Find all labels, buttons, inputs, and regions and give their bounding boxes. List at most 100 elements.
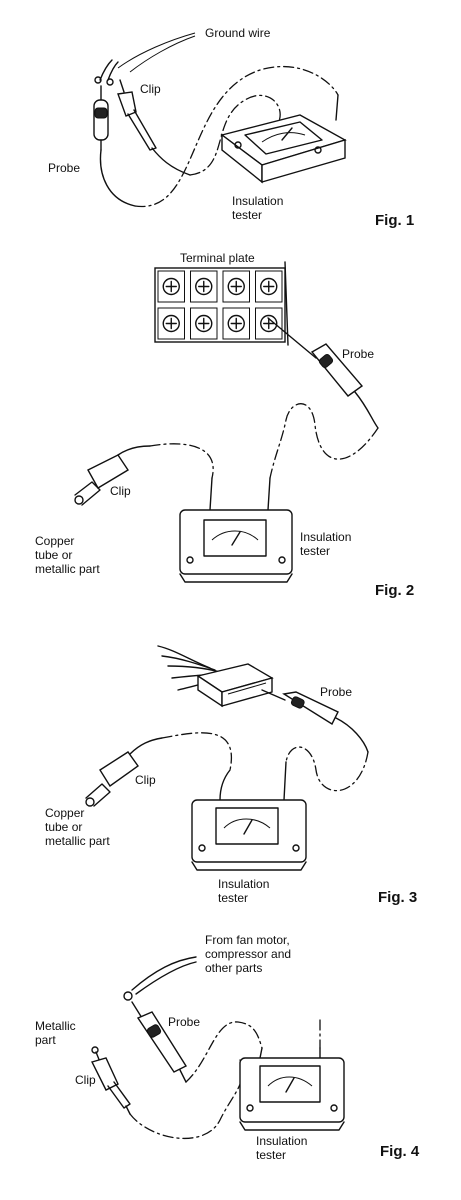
fig2-label-probe: Probe <box>342 347 374 361</box>
fig2-label-copper-3: metallic part <box>35 562 100 576</box>
fig4-label-tester-2: tester <box>256 1148 286 1162</box>
fig4-label-metallic-2: part <box>35 1033 56 1047</box>
terminal-cell <box>190 307 218 340</box>
fig2-lead-end <box>209 477 213 511</box>
terminal-screw-icon <box>195 277 213 296</box>
fig2-lead <box>149 443 214 479</box>
fig1-ground-wire-leader-2 <box>129 35 196 73</box>
screw-slot-icon <box>230 280 242 293</box>
fig4-label-metallic-1: Metallic <box>35 1019 76 1033</box>
fig1-ground-wire <box>107 61 119 81</box>
terminal-cell <box>157 270 185 303</box>
fig4-ring-terminal <box>123 991 133 1001</box>
terminal-screw-icon <box>260 277 278 296</box>
screw-slot-icon <box>165 317 177 330</box>
fig2-probe <box>267 317 379 429</box>
fig3-label-copper-1: Copper <box>45 806 84 820</box>
fig1-caption: Fig. 1 <box>375 212 414 229</box>
fig4-lead <box>129 1059 244 1140</box>
fig1-lead <box>134 65 339 207</box>
fig1-ground-ring <box>94 76 102 84</box>
terminal-cell <box>190 270 218 303</box>
fig3-lead-end <box>283 761 287 801</box>
screw-slot-icon <box>263 280 275 293</box>
terminal-cell <box>222 307 250 340</box>
terminal-screw-icon <box>162 314 180 333</box>
fig4-label-tester-1: Insulation <box>256 1134 307 1148</box>
fig2-label-clip: Clip <box>110 484 131 498</box>
terminal-screw-icon <box>195 314 213 333</box>
terminal-screw-icon <box>227 314 245 333</box>
fig1-ground-wire-leader <box>117 32 196 69</box>
fig4-probe <box>131 1001 188 1083</box>
fig2-terminal-plate <box>154 261 289 346</box>
fig1-label-tester-2: tester <box>232 208 262 222</box>
fig3-clip <box>85 737 163 807</box>
fig3-caption: Fig. 3 <box>378 889 417 906</box>
fig2-label-tester-2: tester <box>300 544 330 558</box>
fig4-fan-wire <box>131 956 197 991</box>
fig1-probe <box>93 85 136 207</box>
fig3-label-copper-3: metallic part <box>45 834 110 848</box>
fig3-label-clip: Clip <box>135 773 156 787</box>
fig4-label-fan-3: other parts <box>205 961 262 975</box>
fig2-terminal-screws <box>157 270 283 340</box>
fig1-ground-wire <box>99 59 113 81</box>
terminal-cell <box>255 307 283 340</box>
fig1-clip <box>117 79 191 176</box>
fig1-lead-end <box>335 94 339 121</box>
fig3-label-copper-2: tube or <box>45 820 82 834</box>
fig2-lead-end <box>267 477 271 511</box>
fig4-lead <box>185 1021 263 1083</box>
fig4-insulation-tester <box>239 1057 345 1131</box>
terminal-cell <box>157 307 185 340</box>
fig4-label-clip: Clip <box>75 1073 96 1087</box>
fig4-caption: Fig. 4 <box>380 1143 420 1160</box>
terminal-screw-icon <box>227 277 245 296</box>
screw-slot-icon <box>198 280 210 293</box>
terminal-cell <box>255 270 283 303</box>
fig4-label-probe: Probe <box>168 1015 200 1029</box>
screw-slot-icon <box>165 280 177 293</box>
fig3-lead <box>285 746 369 792</box>
fig4-lead-end <box>259 1047 263 1059</box>
fig2: Terminal plate Probe Clip Copper tube or… <box>35 251 414 599</box>
screw-slot-icon <box>198 317 210 330</box>
terminal-screw-icon <box>260 314 278 333</box>
fig2-insulation-tester <box>179 509 293 583</box>
fig3-lead <box>161 732 233 771</box>
fig2-label-copper-1: Copper <box>35 534 74 548</box>
fig1-lead <box>189 94 281 176</box>
fig3-label-tester-1: Insulation <box>218 877 269 891</box>
fig1-label-probe: Probe <box>48 161 80 175</box>
fig2-label-terminal-plate: Terminal plate <box>180 251 255 265</box>
fig1-label-clip: Clip <box>140 82 161 96</box>
fig2-caption: Fig. 2 <box>375 582 414 599</box>
fig3-probe <box>261 689 369 753</box>
fig1: Ground wire Clip Probe Insulation tester… <box>48 26 414 229</box>
fig2-label-copper-2: tube or <box>35 548 72 562</box>
terminal-screw-icon <box>162 277 180 296</box>
fig2-lead <box>269 403 379 479</box>
fig2-clip <box>74 445 151 506</box>
fig4-fan-wire <box>135 961 197 995</box>
screw-slot-icon <box>263 317 275 330</box>
fig1-ground-ring <box>106 78 114 86</box>
fig3: Probe Clip Copper tube or metallic part … <box>45 645 417 906</box>
fig4-label-fan-2: compressor and <box>205 947 291 961</box>
fig3-label-tester-2: tester <box>218 891 248 905</box>
fig1-label-ground-wire: Ground wire <box>205 26 271 40</box>
fig4: From fan motor, compressor and other par… <box>35 933 420 1162</box>
fig2-label-tester-1: Insulation <box>300 530 351 544</box>
fig4-label-fan-1: From fan motor, <box>205 933 290 947</box>
fig4-clip <box>90 1046 131 1115</box>
terminal-cell <box>222 270 250 303</box>
fig1-label-tester-1: Insulation <box>232 194 283 208</box>
fig1-insulation-tester <box>220 114 347 184</box>
screw-slot-icon <box>230 317 242 330</box>
fig3-insulation-tester <box>191 799 307 871</box>
fig3-connector <box>196 663 274 708</box>
fig3-label-probe: Probe <box>320 685 352 699</box>
